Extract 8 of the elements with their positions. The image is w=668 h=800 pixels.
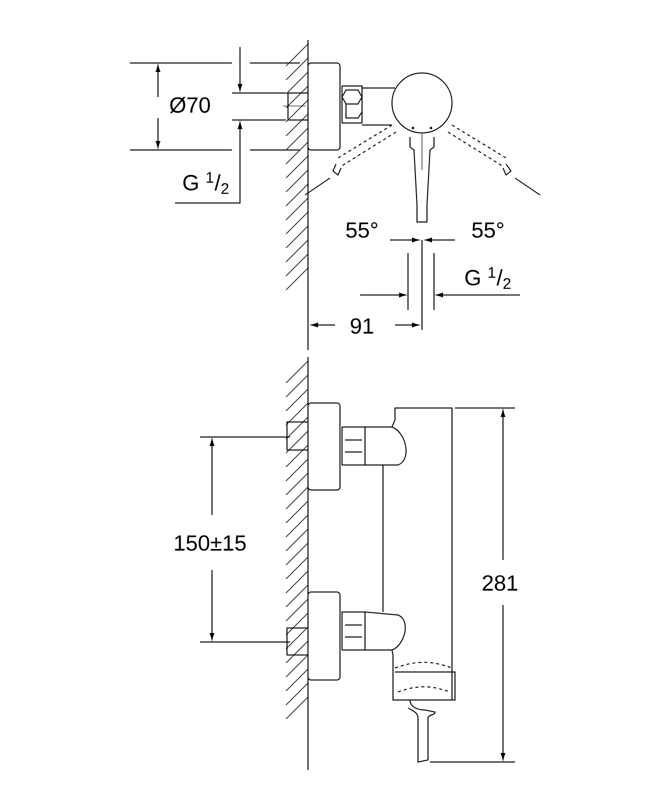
dimension-label: 281 [480, 573, 520, 593]
dimension-label: G $^{1}$/$_{2}$ [180, 170, 232, 196]
dimension-label: 91 [348, 316, 376, 336]
dimension-label: 55° [469, 220, 507, 240]
dimension-label: 55° [343, 220, 381, 240]
dimension-label: 150±15 [171, 533, 249, 553]
dimension-label: Ø70 [167, 94, 213, 116]
dimension-label: G $^{1}$/$_{2}$ [462, 265, 514, 291]
